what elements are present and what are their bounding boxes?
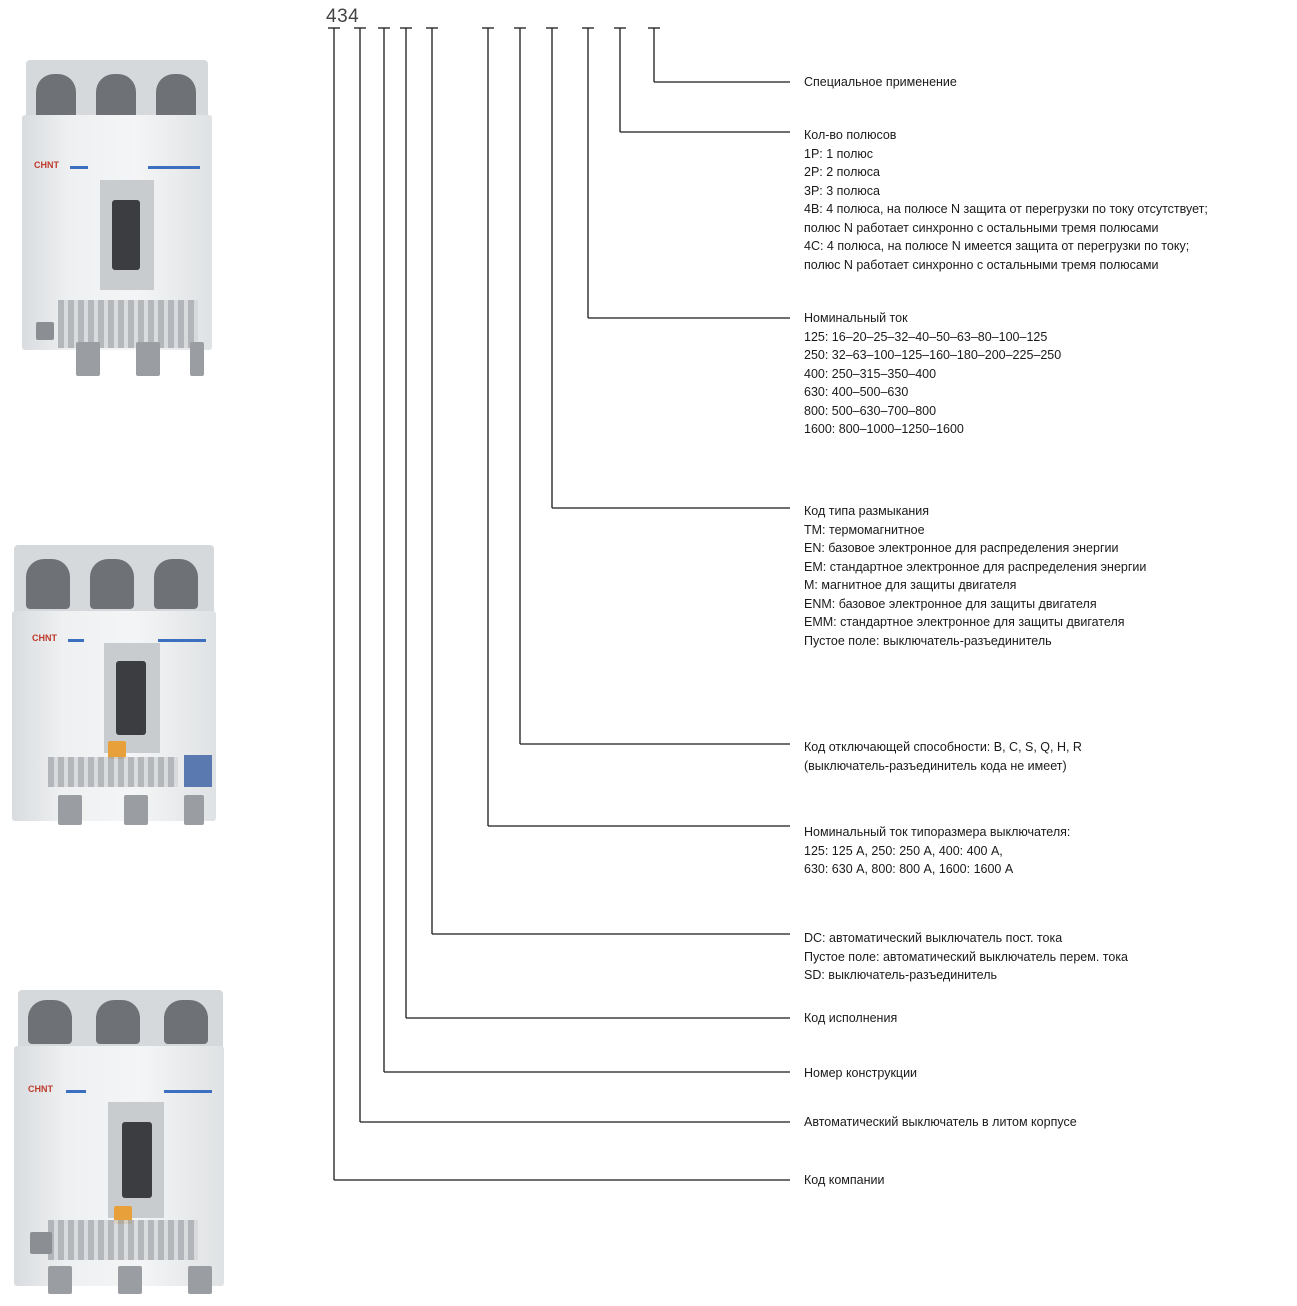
label-rated-current: Номинальный ток 125: 16–20–25–32–40–50–63… (804, 309, 1061, 439)
trip-unit-panel (184, 755, 212, 787)
label-design: Номер конструкции (804, 1064, 917, 1083)
brand-logo-3: CHNT (28, 1084, 53, 1094)
label-line: 4B: 4 полюса, на полюсе N защита от пере… (804, 202, 1208, 216)
label-line: Кол-во полюсов (804, 128, 897, 142)
label-line: Код типа размыкания (804, 504, 930, 518)
label-poles: Кол-во полюсов 1P: 1 полюс 2P: 2 полюса 3P:… (804, 126, 1208, 274)
label-line: 2P: 2 полюса (804, 165, 880, 179)
label-line: 1600: 800–1000–1250–1600 (804, 422, 964, 436)
label-line: Код отключающей способности: B, C, S, Q,… (804, 740, 1082, 754)
label-special: Специальное применение (804, 73, 957, 92)
label-line: 4C: 4 полюса, на полюсе N имеется защита… (804, 239, 1190, 253)
label-mccb: Автоматический выключатель в литом корпу… (804, 1113, 1077, 1132)
label-line: Специальное применение (804, 75, 957, 89)
label-line: (выключатель-разъединитель кода не имеет… (804, 758, 1067, 773)
label-line: Код компании (804, 1173, 885, 1187)
label-line: 125: 16–20–25–32–40–50–63–80–100–125 (804, 329, 1048, 344)
label-line: EN: базовое электронное для распределени… (804, 541, 1119, 555)
label-line: EM: стандартное электронное для распреде… (804, 559, 1147, 574)
label-dc-ac: DC: автоматический выключатель пост. ток… (804, 929, 1128, 985)
breaker-3-image: CHNT (8, 990, 226, 1300)
label-company: Код компании (804, 1171, 884, 1190)
model-code-prefix: 434 (326, 6, 360, 27)
label-line: ENM: базовое электронное для защиты двиг… (804, 596, 1097, 611)
brand-logo-2: CHNT (32, 633, 57, 643)
breaker-2-image: CHNT (8, 545, 226, 835)
label-line: 250: 32–63–100–125–160–180–200–225–250 (804, 348, 1062, 362)
label-line: Номер конструкции (804, 1066, 918, 1080)
label-frame-current: Номинальный ток типоразмера выключателя:… (804, 823, 1070, 879)
label-line: 400: 250–315–350–400 (804, 366, 937, 381)
label-line: M: магнитное для защиты двигателя (804, 578, 1017, 592)
label-line: полюс N работает синхронно с остальными … (804, 257, 1159, 272)
label-line: Автоматический выключатель в литом корпу… (804, 1115, 1077, 1129)
label-line: 1P: 1 полюс (804, 146, 874, 161)
label-line: SD: выключатель-разъединитель (804, 968, 998, 982)
label-line: Номинальный ток типоразмера выключателя: (804, 825, 1071, 839)
brand-logo: CHNT (34, 160, 59, 170)
label-version: Код исполнения (804, 1009, 897, 1028)
label-line: 800: 500–630–700–800 (804, 403, 937, 418)
label-line: EMM: стандартное электронное для защиты … (804, 615, 1125, 629)
label-line: Номинальный ток (804, 311, 908, 325)
label-line: TM: термомагнитное (804, 522, 925, 537)
label-line: Пустое поле: автоматический выключатель … (804, 949, 1129, 964)
label-line: Код исполнения (804, 1011, 898, 1025)
label-line: 630: 400–500–630 (804, 385, 909, 399)
label-line: 3P: 3 полюса (804, 183, 880, 198)
label-line: DC: автоматический выключатель пост. ток… (804, 931, 1063, 945)
label-line: 125: 125 А, 250: 250 А, 400: 400 А, (804, 843, 1003, 858)
breaker-1-image: CHNT (8, 60, 226, 376)
label-line: 630: 630 А, 800: 800 А, 1600: 1600 А (804, 862, 1014, 876)
label-breaking-capacity: Код отключающей способности: B, C, S, Q,… (804, 738, 1082, 775)
label-line: полюс N работает синхронно с остальными … (804, 220, 1159, 235)
label-line: Пустое поле: выключатель-разъединитель (804, 633, 1052, 648)
